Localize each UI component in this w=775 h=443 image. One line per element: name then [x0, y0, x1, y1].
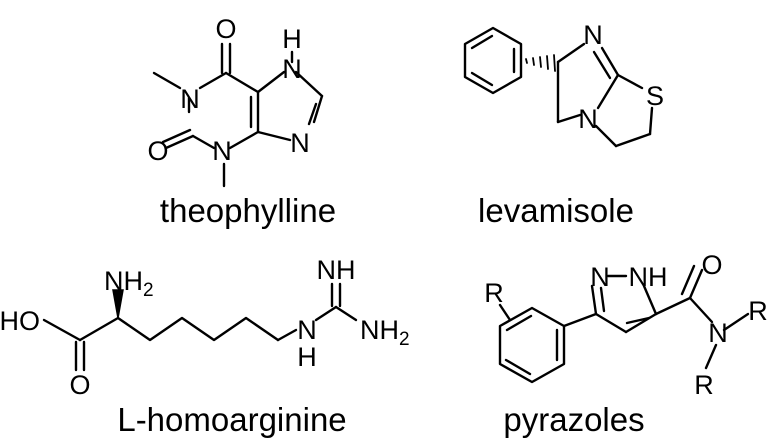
pyrazoles-structure: N NH O N R R R pyrazoles — [484, 250, 768, 438]
homoarginine-ho: HO — [0, 306, 40, 336]
pyrazoles-r-amide-right: R — [748, 296, 768, 326]
levamisole-name: levamisole — [478, 192, 634, 229]
pyrazoles-n-left: N — [590, 262, 610, 292]
theophylline-n7: N — [282, 54, 302, 84]
homoarginine-o: O — [69, 370, 90, 400]
theophylline-structure: O O N N N H N theophylline — [147, 14, 336, 229]
theophylline-o-left: O — [147, 136, 168, 166]
pyrazoles-nh-right: NH — [629, 262, 668, 292]
homoarginine-nh-link-h: H — [297, 342, 317, 372]
homoarginine-nh-link: N — [297, 315, 317, 345]
levamisole-structure: N N S levamisole — [463, 20, 664, 229]
pyrazoles-r-ring: R — [484, 278, 504, 308]
theophylline-n3: N — [212, 136, 232, 166]
homoarginine-nh2-top: NH2 — [104, 266, 154, 301]
homoarginine-nh-imine: NH — [317, 255, 356, 285]
pyrazoles-n-amide: N — [708, 318, 728, 348]
homoarginine-nh2-right: NH2 — [360, 315, 410, 350]
levamisole-hashed-wedge — [525, 54, 556, 72]
pyrazoles-name: pyrazoles — [503, 401, 644, 438]
theophylline-o-top: O — [215, 14, 236, 44]
pyrazoles-o: O — [701, 250, 722, 280]
levamisole-n-top: N — [583, 20, 603, 50]
theophylline-n1: N — [180, 84, 200, 114]
theophylline-n7-h: H — [282, 24, 302, 54]
levamisole-n-bottom: N — [578, 104, 598, 134]
levamisole-s: S — [646, 81, 664, 111]
theophylline-name: theophylline — [160, 192, 336, 229]
theophylline-n9: N — [290, 128, 310, 158]
homoarginine-structure: NH2 HO O NH N H NH2 L-homoarginine — [0, 255, 410, 438]
pyrazoles-r-amide-bottom: R — [694, 370, 714, 400]
homoarginine-name: L-homoarginine — [117, 401, 346, 438]
